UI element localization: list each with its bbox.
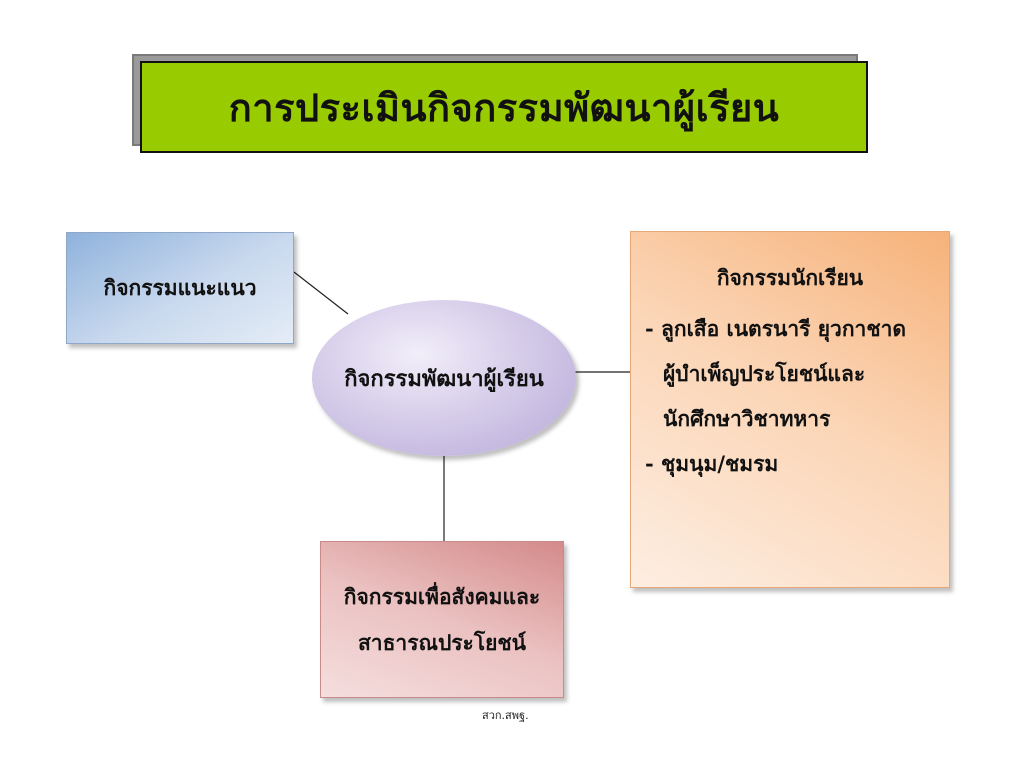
social-activity-line2: สาธารณประโยชน์ <box>357 629 527 655</box>
title-box: การประเมินกิจกรรมพัฒนาผู้เรียน <box>140 61 868 153</box>
student-activity-item-scouts: - ลูกเสือ เนตรนารี ยุวกาชาด <box>645 316 907 341</box>
student-activity-item-clubs: - ชุมนุม/ชมรม <box>645 451 779 477</box>
guidance-activity-box: กิจกรรมแนะแนว <box>66 232 294 344</box>
center-node-ellipse: กิจกรรมพัฒนาผู้เรียน <box>312 300 576 456</box>
connector-guidance <box>293 271 349 315</box>
guidance-activity-label: กิจกรรมแนะแนว <box>103 274 257 300</box>
social-activity-line1: กิจกรรมเพื่อสังคมและ <box>343 584 541 610</box>
footer-source: สวก.สพฐ. <box>482 709 529 722</box>
social-activity-box: กิจกรรมเพื่อสังคมและ สาธารณประโยชน์ <box>320 541 564 698</box>
student-activity-box: กิจกรรมนักเรียน - ลูกเสือ เนตรนารี ยุวกา… <box>630 231 950 588</box>
student-activity-heading: กิจกรรมนักเรียน <box>716 265 864 290</box>
student-activity-item-military: นักศึกษาวิชาทหาร <box>663 406 831 432</box>
page-title: การประเมินกิจกรรมพัฒนาผู้เรียน <box>228 84 780 130</box>
center-node-label: กิจกรรมพัฒนาผู้เรียน <box>344 365 544 392</box>
student-activity-item-volunteers: ผู้บำเพ็ญประโยชน์และ <box>663 361 866 387</box>
